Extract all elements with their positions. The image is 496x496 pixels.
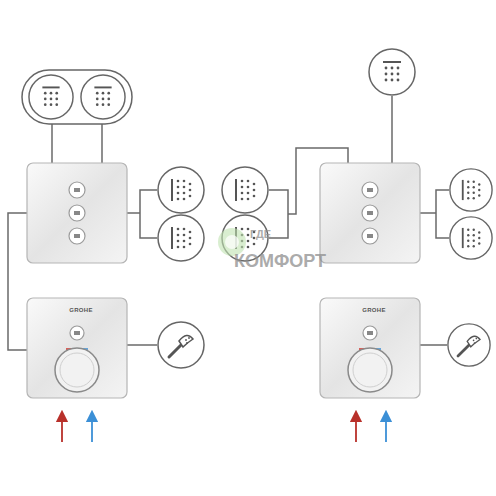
watermark-text: ГДЕ bbox=[250, 228, 271, 240]
brand-text: GROHE bbox=[320, 307, 428, 313]
brand-text: GROHE bbox=[27, 307, 135, 313]
watermark-text: КОМФОРТ bbox=[234, 251, 326, 272]
thermostat-box: GROHE bbox=[320, 298, 428, 398]
thermostat-box: GROHE bbox=[27, 298, 135, 398]
